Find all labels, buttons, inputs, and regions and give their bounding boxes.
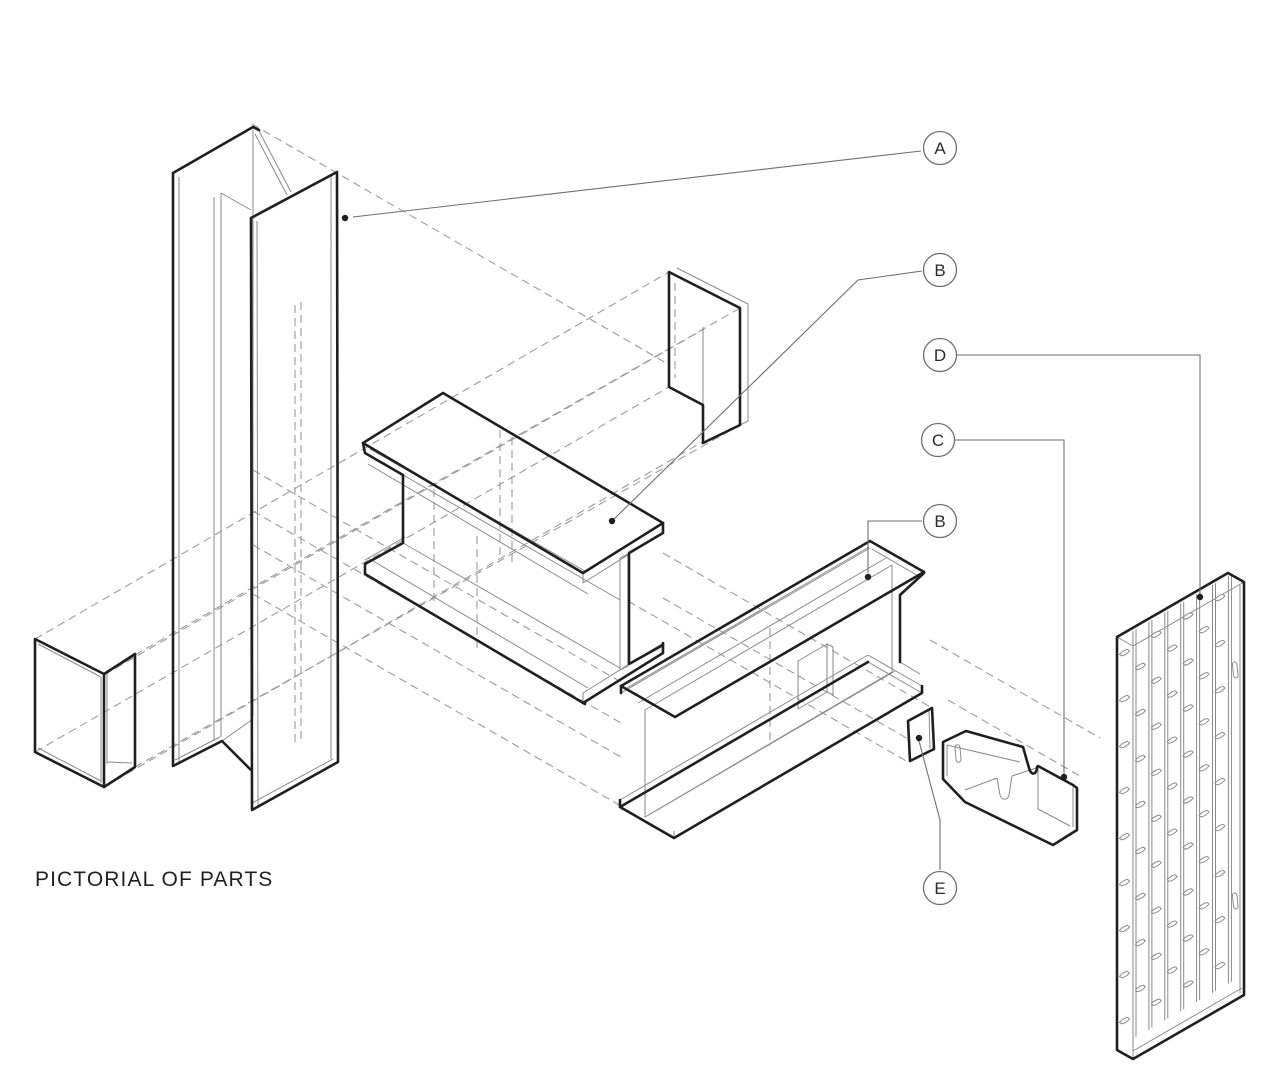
- callout-b-lower: B: [922, 503, 958, 539]
- callout-bubbles: A B D C B E: [920, 130, 958, 906]
- drawing-title: PICTORIAL OF PARTS: [35, 868, 273, 891]
- callout-a: A: [922, 130, 958, 166]
- callout-e: E: [922, 870, 958, 906]
- callout-b-lower-letter: B: [934, 512, 945, 531]
- thick-outlines: [33, 125, 1246, 1061]
- callout-b-upper-letter: B: [934, 261, 945, 280]
- deck-embossment-marks: [1119, 593, 1226, 1025]
- callout-b-upper: B: [922, 252, 958, 288]
- leader-dot-d: [1196, 593, 1204, 601]
- thin-edges: [37, 129, 1245, 1059]
- deck-side-slot: [1231, 661, 1239, 679]
- leader-dot-b-upper: [608, 517, 616, 525]
- leader-dot-e: [915, 734, 923, 742]
- callout-d: D: [922, 337, 958, 373]
- callout-c: C: [920, 422, 956, 458]
- callout-c-letter: C: [932, 431, 944, 450]
- leader-dot-a: [341, 214, 349, 222]
- callout-d-letter: D: [934, 346, 946, 365]
- leader-lines: [341, 150, 1204, 870]
- deck-ribs: [1119, 574, 1239, 1039]
- deck-rib-lines: [1132, 574, 1232, 1039]
- deck-side-slot: [1231, 892, 1239, 910]
- leader-dot-c: [1060, 773, 1068, 781]
- leader-dot-b-lower: [864, 573, 872, 581]
- part-fills: [35, 127, 1244, 1059]
- callout-a-letter: A: [934, 139, 946, 158]
- callout-e-letter: E: [934, 879, 945, 898]
